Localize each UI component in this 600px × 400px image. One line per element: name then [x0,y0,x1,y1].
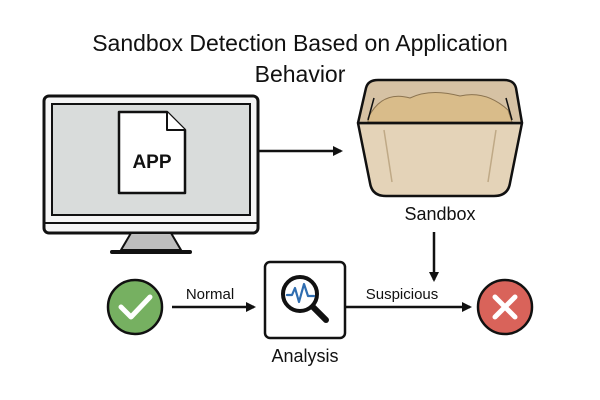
normal-label: Normal [186,286,234,303]
app-file-label: APP [132,152,171,173]
app-file-icon: APP [117,110,187,195]
sandbox-icon [356,78,524,198]
checkmark-icon [106,278,164,336]
magnifier-icon [263,260,347,340]
diagram-title: Sandbox Detection Based on Application B… [92,30,508,87]
cross-icon [476,278,534,336]
suspicious-label: Suspicious [366,286,439,303]
sandbox-label: Sandbox [404,204,475,224]
analysis-label: Analysis [271,346,338,366]
